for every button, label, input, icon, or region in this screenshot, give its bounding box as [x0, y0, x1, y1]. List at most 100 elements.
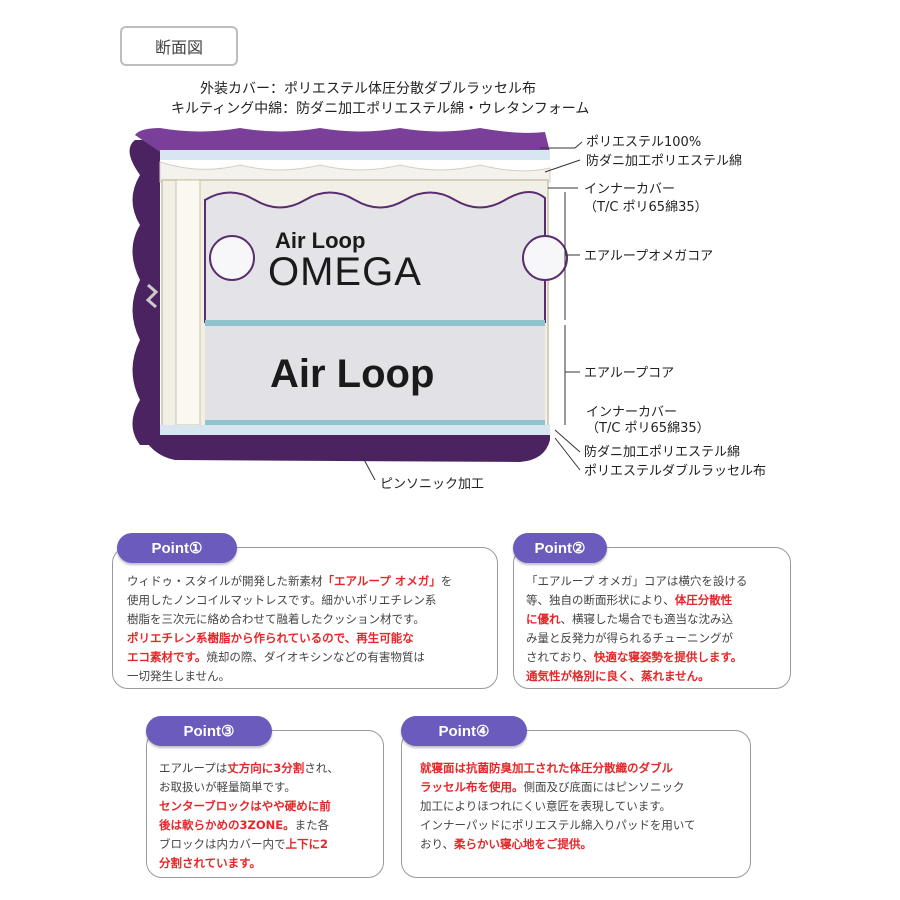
core-bottom-line	[205, 420, 545, 425]
point-line: されており、快適な寝姿勢を提供します。	[526, 648, 747, 667]
point4-text: 就寝面は抗菌防臭加工された体圧分散織のダブルラッセル布を使用。側面及び底面にはピ…	[420, 759, 696, 854]
omega-core	[204, 191, 568, 323]
bottom-padding	[160, 425, 550, 435]
highlight-text: 丈方向に3分割	[227, 761, 305, 775]
highlight-text: 就寝面は抗菌防臭加工された体圧分散織のダブル	[420, 761, 673, 775]
point-line: ウィドゥ・スタイルが開発した新素材「エアループ オメガ」を	[127, 572, 452, 591]
callout-double-raschel: ポリエステルダブルラッセル布	[584, 464, 767, 479]
cross-section-diagram	[129, 128, 583, 481]
callout-anti-mite-bottom: 防ダニ加工ポリエステル綿	[584, 445, 741, 460]
outer-cover-side	[129, 140, 160, 445]
body-text: ウィドゥ・スタイルが開発した新素材	[127, 574, 323, 588]
point2-tag: Point②	[513, 533, 607, 563]
point-line: 使用したノンコイルマットレスです。細かいポリエチレン系	[127, 591, 452, 610]
air-loop-core	[205, 326, 545, 421]
body-text: おり、	[420, 837, 455, 851]
body-text: ブロックは内カバー内で	[159, 837, 286, 851]
body-text: 「エアループ オメガ」コアは横穴を設ける	[526, 574, 748, 588]
section-title-box: 断面図	[120, 26, 238, 66]
highlight-text: 体圧分散性	[674, 593, 733, 607]
padding-layer	[159, 161, 551, 183]
highlight-text: エコ素材です。	[127, 650, 207, 664]
point-line: インナーパッドにポリエステル綿入りパッドを用いて	[420, 816, 696, 835]
omega-label-line2: OMEGA	[268, 250, 422, 294]
highlight-text: 後は軟らかめの3ZONE。	[159, 818, 295, 832]
point-line: ポリエチレン系樹脂から作られているので、再生可能な	[127, 629, 452, 648]
point1-box: ウィドゥ・スタイルが開発した新素材「エアループ オメガ」を使用したノンコイルマッ…	[112, 547, 498, 689]
highlight-text: 快適な寝姿勢を提供します。	[593, 650, 743, 664]
callout-pinsonic: ピンソニック加工	[380, 477, 485, 492]
point-line: 等、独自の断面形状により、体圧分散性	[526, 591, 747, 610]
callout-polyester: ポリエステル100%	[586, 135, 702, 150]
top-quilt	[135, 128, 550, 152]
point-line: お取扱いが軽量簡単です。	[159, 778, 339, 797]
point-line: 樹脂を三次元に絡め合わせて融着したクッション材です。	[127, 610, 452, 629]
body-text: されており、	[526, 650, 594, 664]
body-text: インナーパッドにポリエステル綿入りパッドを用いて	[420, 818, 696, 832]
highlight-text: 「エアループ オメガ」	[322, 574, 441, 588]
callout-lines	[359, 141, 583, 481]
point-line: ブロックは内カバー内で上下に2	[159, 835, 339, 854]
callout-inner-cover-top-spec: （T/C ポリ65綿35）	[584, 200, 708, 215]
point-line: に優れ、横寝した場合でも適当な沈み込	[526, 610, 747, 629]
point-line: 一切発生しません。	[127, 667, 452, 686]
callout-inner-cover-bottom-spec: （T/C ポリ65綿35）	[586, 421, 710, 436]
point4-tag: Point④	[401, 716, 527, 746]
body-text: 側面及び底面にはピンソニック	[523, 780, 685, 794]
point4-box: 就寝面は抗菌防臭加工された体圧分散織のダブルラッセル布を使用。側面及び底面にはピ…	[401, 730, 751, 878]
body-text: 、横寝した場合でも適当な沈み込	[560, 612, 734, 626]
point-line: み量と反発力が得られるチューニングが	[526, 629, 747, 648]
point-line: おり、柔らかい寝心地をご提供。	[420, 835, 696, 854]
body-text: を	[440, 574, 453, 588]
highlight-text: 分割されています。	[159, 856, 262, 870]
callout-inner-cover-bottom: インナーカバー	[586, 405, 678, 420]
point3-box: エアループは丈方向に3分割され、お取扱いが軽量簡単です。センターブロックはやや硬…	[146, 730, 384, 878]
side-panel	[175, 179, 201, 426]
point1-tag: Point①	[117, 533, 237, 563]
point-line: 就寝面は抗菌防臭加工された体圧分散織のダブル	[420, 759, 696, 778]
outer-cover-label: 外装カバー：ポリエステル体圧分散ダブルラッセル布	[200, 81, 536, 97]
highlight-text: 通気性が格別に良く、蒸れません。	[526, 669, 710, 683]
point-line: 後は軟らかめの3ZONE。また各	[159, 816, 339, 835]
callout-anti-mite-top: 防ダニ加工ポリエステル綿	[586, 154, 743, 169]
body-text: エアループは	[159, 761, 228, 775]
air-loop-label: Air Loop	[270, 352, 435, 396]
section-title: 断面図	[154, 38, 203, 57]
body-text: 焼却の際、ダイオキシンなどの有害物質は	[206, 650, 425, 664]
body-text: 一切発生しません。	[127, 669, 231, 683]
callout-air-loop-core: エアループコア	[584, 366, 675, 381]
quilting-label: キルティング中綿：防ダニ加工ポリエステル綿・ウレタンフォーム	[171, 101, 590, 117]
highlight-text: に優れ	[526, 612, 561, 626]
point2-text: 「エアループ オメガ」コアは横穴を設ける等、独自の断面形状により、体圧分散性に優…	[526, 572, 747, 686]
point3-tag: Point③	[146, 716, 272, 746]
callout-omega-core: エアループオメガコア	[584, 249, 714, 264]
point1-text: ウィドゥ・スタイルが開発した新素材「エアループ オメガ」を使用したノンコイルマッ…	[127, 572, 452, 686]
polyester-layer	[160, 150, 550, 160]
body-text: 等、独自の断面形状により、	[526, 593, 675, 607]
body-text: み量と反発力が得られるチューニングが	[526, 631, 733, 645]
body-text: 樹脂を三次元に絡め合わせて融着したクッション材です。	[127, 612, 425, 626]
core-divider	[205, 320, 545, 326]
point-line: 加工によりほつれにくい意匠を表現しています。	[420, 797, 696, 816]
body-text: 使用したノンコイルマットレスです。細かいポリエチレン系	[127, 593, 437, 607]
highlight-text: センターブロックはやや硬めに前	[159, 799, 331, 813]
omega-label-line1: Air Loop	[275, 228, 366, 253]
point-line: エアループは丈方向に3分割され、	[159, 759, 339, 778]
highlight-text: 柔らかい寝心地をご提供。	[454, 837, 593, 851]
point-line: 分割されています。	[159, 854, 339, 873]
point3-text: エアループは丈方向に3分割され、お取扱いが軽量簡単です。センターブロックはやや硬…	[159, 759, 339, 873]
point2-box: 「エアループ オメガ」コアは横穴を設ける等、独自の断面形状により、体圧分散性に優…	[513, 547, 791, 689]
point-line: 「エアループ オメガ」コアは横穴を設ける	[526, 572, 747, 591]
highlight-text: 上下に2	[285, 837, 329, 851]
point-line: ラッセル布を使用。側面及び底面にはピンソニック	[420, 778, 696, 797]
highlight-text: ポリエチレン系樹脂から作られているので、再生可能な	[127, 631, 414, 645]
body-text: され、	[304, 761, 339, 775]
body-text: 加工によりほつれにくい意匠を表現しています。	[420, 799, 672, 813]
point-line: センターブロックはやや硬めに前	[159, 797, 339, 816]
point-line: エコ素材です。焼却の際、ダイオキシンなどの有害物質は	[127, 648, 452, 667]
callout-inner-cover-top: インナーカバー	[584, 182, 676, 197]
zipper-icon	[145, 283, 159, 309]
point-line: 通気性が格別に良く、蒸れません。	[526, 667, 747, 686]
body-text: また各	[294, 818, 330, 832]
highlight-text: ラッセル布を使用。	[420, 780, 524, 794]
